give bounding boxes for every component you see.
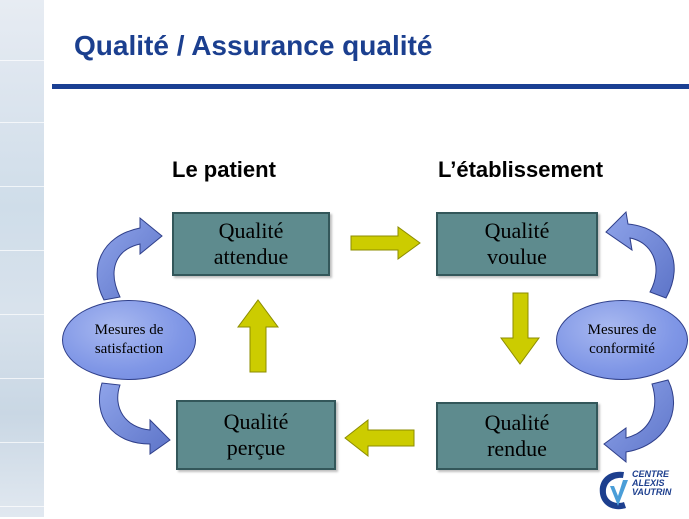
curved-arrow-top-right-icon [605, 210, 675, 299]
oval-line: satisfaction [94, 341, 164, 357]
box-qualite-percue: Qualité perçue [176, 400, 336, 470]
oval-line: Mesures de [94, 322, 164, 338]
sidebar-tile [0, 62, 44, 123]
box-line: Qualité [223, 409, 289, 434]
oval-mesures-satisfaction: Mesures de satisfaction [62, 300, 196, 380]
box-line: perçue [226, 435, 286, 460]
box-line: Qualité [218, 218, 284, 243]
logo-line: ALEXIS [632, 478, 665, 488]
oval-line: Mesures de [587, 322, 657, 338]
sidebar-tile [0, 190, 44, 251]
box-qualite-voulue: Qualité voulue [436, 212, 598, 276]
oval-mesures-conformite: Mesures de conformité [556, 300, 688, 380]
logo-line: CENTRE [632, 469, 670, 479]
sidebar-tile [0, 0, 44, 61]
arrow-right-icon [350, 226, 421, 260]
sidebar-tile [0, 126, 44, 187]
decorative-sidebar [0, 0, 44, 517]
centre-alexis-vautrin-logo: CENTRE ALEXIS VAUTRIN [596, 466, 686, 514]
curved-arrow-top-left-icon [96, 216, 163, 301]
heading-patient: Le patient [172, 157, 276, 182]
box-line: Qualité [484, 218, 550, 243]
logo-line: VAUTRIN [632, 487, 672, 497]
logo-mark-icon [599, 471, 628, 510]
curved-arrow-bottom-left-icon [98, 382, 171, 455]
sidebar-tile [0, 446, 44, 507]
box-qualite-attendue: Qualité attendue [172, 212, 330, 276]
sidebar-tile [0, 382, 44, 443]
title-divider [52, 84, 689, 89]
arrow-down-icon [500, 292, 540, 365]
slide-title: Qualité / Assurance qualité [74, 30, 433, 61]
box-line: rendue [487, 436, 547, 461]
box-line: attendue [213, 244, 289, 269]
sidebar-tile [0, 254, 44, 315]
logo-wordmark: CENTRE ALEXIS VAUTRIN [632, 470, 671, 497]
heading-etablissement: L’établissement [438, 157, 604, 182]
box-line: voulue [487, 244, 547, 269]
box-qualite-rendue: Qualité rendue [436, 402, 598, 470]
curved-arrow-bottom-right-icon [603, 379, 674, 464]
box-line: Qualité [484, 410, 550, 435]
sidebar-tile [0, 318, 44, 379]
oval-line: conformité [589, 341, 655, 357]
arrow-up-icon [237, 299, 279, 373]
arrow-left-icon [344, 418, 415, 458]
